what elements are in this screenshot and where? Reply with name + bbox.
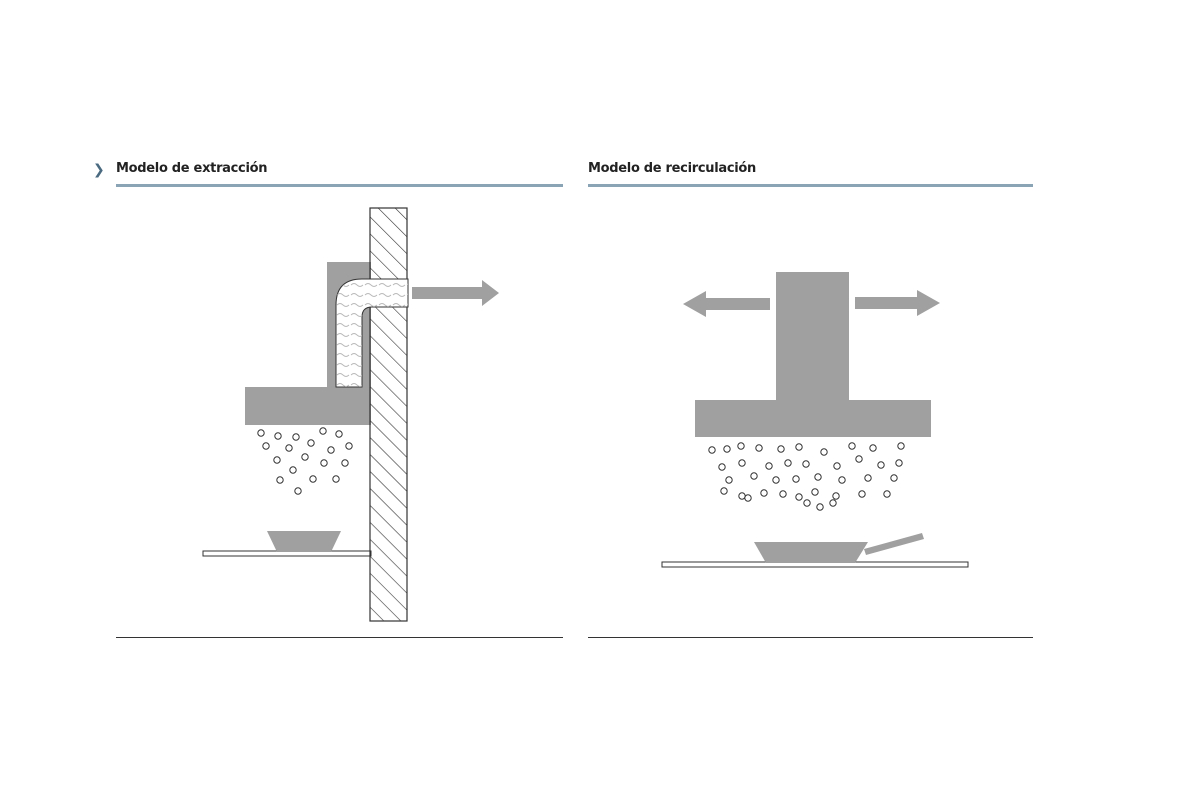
title-rule-recirculation — [588, 184, 1033, 187]
chevron-right-icon: ❯ — [93, 162, 105, 178]
exhaust-arrow — [412, 280, 499, 306]
title-rule-extraction — [116, 184, 563, 187]
hood-canopy-left — [245, 387, 371, 425]
chimney-right — [776, 272, 849, 400]
recirculation-arrow-right — [855, 290, 940, 316]
recirculation-arrow-left — [683, 291, 770, 317]
wall — [369, 207, 408, 622]
bottom-rule-recirculation — [588, 637, 1033, 638]
steam-bubbles-right — [708, 442, 905, 511]
panel-title-recirculation: Modelo de recirculación — [588, 161, 756, 176]
frying-pan — [754, 542, 868, 563]
steam-bubbles-left — [257, 427, 353, 495]
extraction-diagram — [202, 207, 499, 622]
pan-handle — [864, 533, 924, 555]
panel-title-extraction: Modelo de extracción — [116, 161, 268, 176]
pan-left — [267, 531, 341, 552]
hood-canopy-right — [695, 400, 931, 437]
bottom-rule-extraction — [116, 637, 563, 638]
recirculation-diagram — [661, 272, 969, 568]
